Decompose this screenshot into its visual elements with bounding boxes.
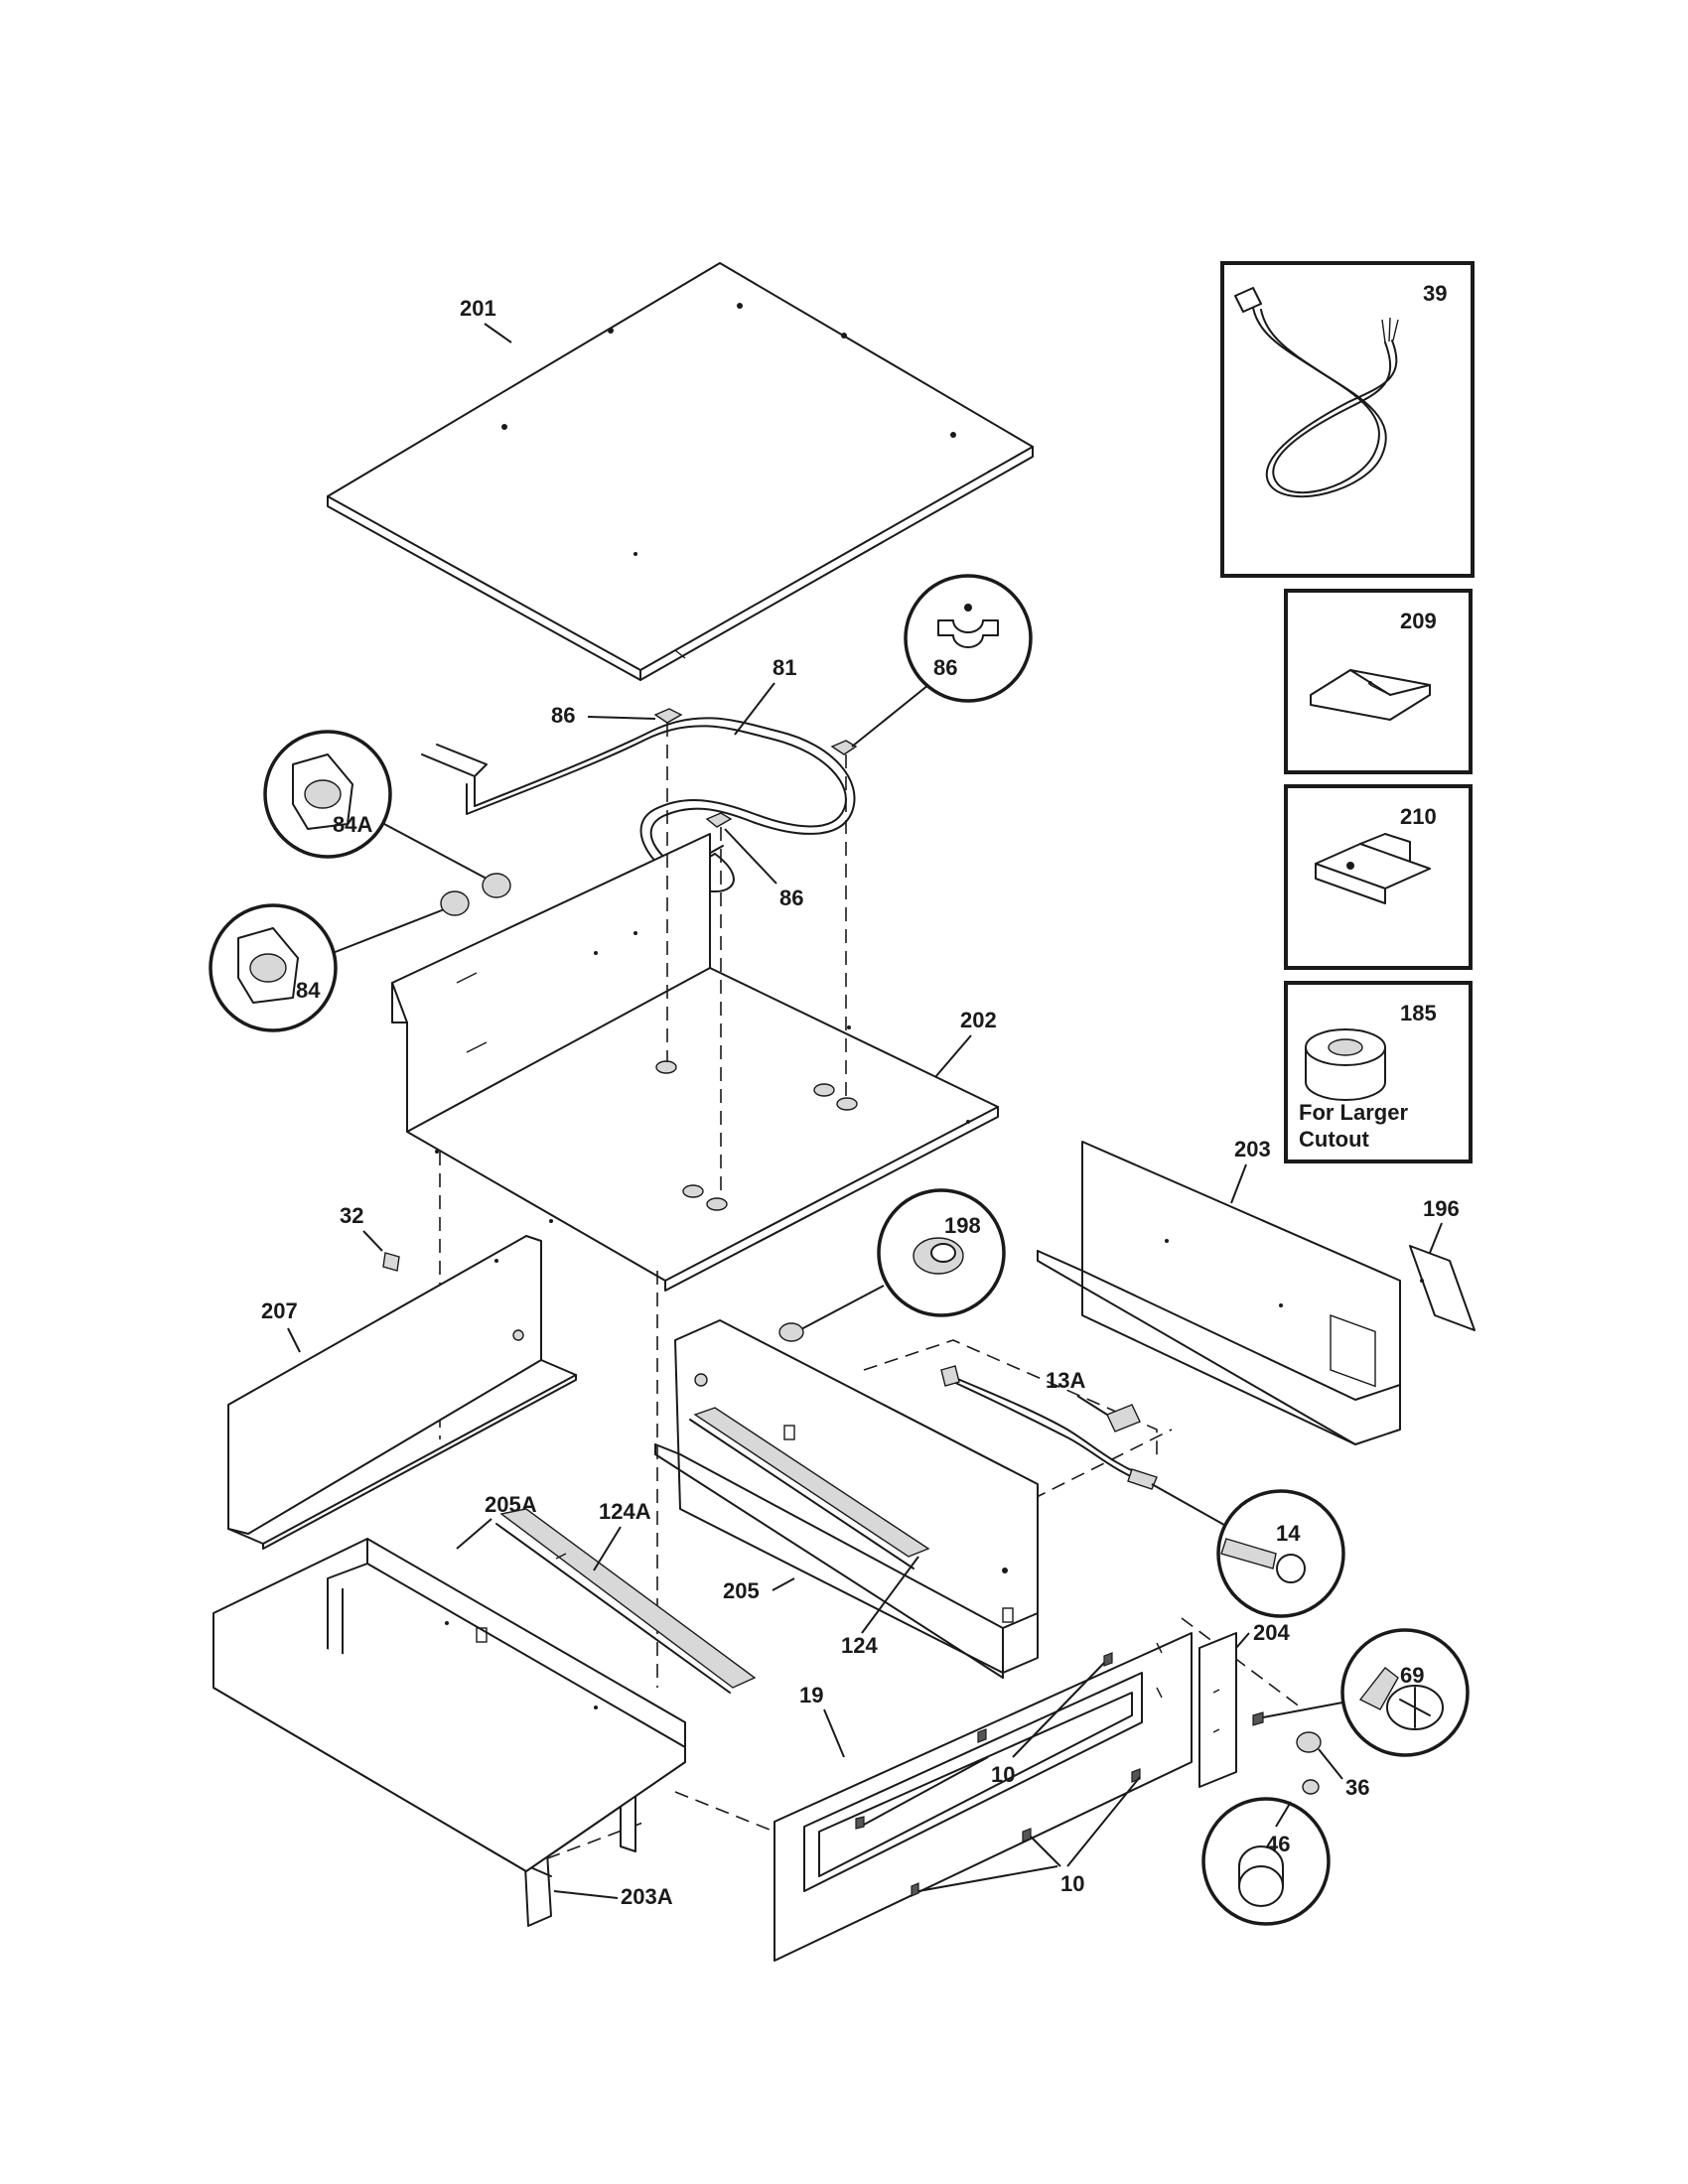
part-185-note-line2: Cutout — [1299, 1127, 1370, 1152]
part-14-lamp: 14 — [1127, 1468, 1345, 1618]
inset-grommet-185: 185 For Larger Cutout — [1284, 981, 1473, 1163]
part-label-39: 39 — [1423, 281, 1447, 306]
part-32-screw: 32 — [340, 1203, 400, 1272]
part-label-198: 198 — [944, 1213, 981, 1238]
part-label-124A: 124A — [599, 1499, 651, 1524]
part-84-thermostat: 84 — [209, 890, 470, 1032]
part-label-196: 196 — [1423, 1196, 1460, 1221]
part-69-screw: 69 — [1252, 1628, 1470, 1757]
part-201-top-panel: 201 — [327, 262, 1034, 681]
part-label-69: 69 — [1400, 1663, 1424, 1688]
part-label-84: 84 — [296, 978, 321, 1003]
part-label-86-callout: 86 — [933, 655, 957, 680]
part-86-clips: 86 86 86 — [551, 574, 1033, 910]
part-label-81: 81 — [773, 655, 796, 680]
part-label-19: 19 — [799, 1683, 823, 1707]
part-label-210: 210 — [1400, 804, 1437, 829]
part-124A-rail: 124A — [495, 1499, 757, 1694]
part-label-10-lower: 10 — [1060, 1871, 1084, 1896]
part-19-front-frame: 19 — [774, 1632, 1193, 1962]
part-label-13A: 13A — [1046, 1368, 1085, 1393]
part-label-201: 201 — [460, 296, 496, 321]
part-label-86-left: 86 — [551, 703, 575, 728]
part-label-202: 202 — [960, 1008, 997, 1032]
part-84A-thermostat: 84A — [263, 730, 511, 898]
part-label-209: 209 — [1400, 609, 1437, 633]
part-label-10-upper: 10 — [991, 1762, 1015, 1787]
part-label-84A: 84A — [333, 812, 372, 837]
part-203-side-panel: 203 — [1037, 1137, 1401, 1445]
part-36-knob: 36 — [1296, 1731, 1369, 1800]
part-label-36: 36 — [1345, 1775, 1369, 1800]
inset-power-cord: 39 — [1220, 261, 1475, 578]
part-label-14: 14 — [1276, 1521, 1301, 1546]
inset-bracket-209: 209 — [1284, 589, 1473, 774]
part-label-204: 204 — [1253, 1620, 1290, 1645]
part-207-left-panel: 207 — [227, 1235, 577, 1550]
part-202-inner-box: 202 — [391, 833, 999, 1292]
inset-bracket-210: 210 — [1284, 784, 1473, 970]
part-label-207: 207 — [261, 1298, 298, 1323]
part-label-46: 46 — [1266, 1832, 1290, 1856]
part-front-outer-box — [212, 1613, 686, 1872]
part-10-screws: 10 10 — [855, 1652, 1141, 1897]
part-185-note-line1: For Larger — [1299, 1100, 1408, 1125]
part-204-bracket: 204 — [1198, 1620, 1290, 1788]
part-205-control-box: 205 124 — [654, 1319, 1039, 1679]
part-label-203: 203 — [1234, 1137, 1271, 1161]
part-46-button: 46 — [1201, 1779, 1331, 1926]
part-13A-harness: 13A — [940, 1365, 1153, 1486]
part-label-203A: 203A — [621, 1884, 673, 1909]
part-label-124: 124 — [841, 1633, 878, 1658]
part-label-205: 205 — [723, 1578, 760, 1603]
part-196-plate: 196 — [1409, 1196, 1476, 1331]
part-label-185: 185 — [1400, 1001, 1437, 1025]
part-198-bushing: 198 — [778, 1188, 1006, 1342]
part-label-32: 32 — [340, 1203, 363, 1228]
part-label-86-lower: 86 — [779, 886, 803, 910]
